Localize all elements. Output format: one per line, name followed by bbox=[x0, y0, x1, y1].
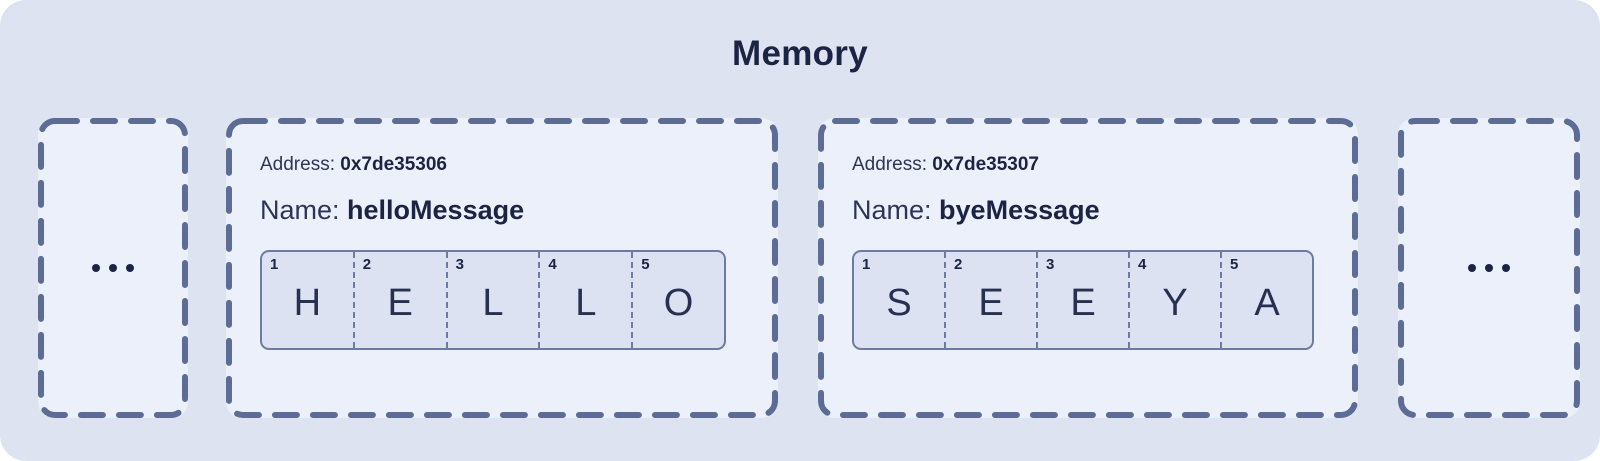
character-index: 2 bbox=[954, 256, 963, 274]
address-value: 0x7de35306 bbox=[340, 154, 447, 175]
character-index: 4 bbox=[548, 256, 557, 274]
name-value: byeMessage bbox=[939, 194, 1100, 225]
name-value: helloMessage bbox=[347, 194, 525, 225]
address-line: Address: 0x7de35306 bbox=[260, 154, 778, 177]
spacer bbox=[1358, 118, 1398, 418]
character-value: L bbox=[482, 282, 504, 325]
character-index: 1 bbox=[270, 256, 279, 274]
character-cell: 5 O bbox=[631, 252, 724, 349]
character-value: O bbox=[663, 282, 694, 325]
character-value: E bbox=[978, 282, 1004, 325]
memory-ellipsis-right bbox=[1398, 118, 1580, 418]
character-index: 3 bbox=[1046, 256, 1055, 274]
character-value: L bbox=[575, 282, 597, 325]
character-cell: 1 S bbox=[854, 252, 944, 348]
variable-card-hello-message: Address: 0x7de35306 Name: helloMessage 1… bbox=[226, 118, 778, 418]
name-label: Name: bbox=[260, 194, 340, 225]
character-index: 5 bbox=[1230, 256, 1239, 274]
character-strip: 1 H 2 E 3 L 4 L bbox=[260, 250, 726, 351]
name-line: Name: byeMessage bbox=[852, 194, 1358, 226]
address-line: Address: 0x7de35307 bbox=[852, 154, 1358, 177]
character-value: A bbox=[1254, 282, 1280, 325]
variable-card-bye-message: Address: 0x7de35307 Name: byeMessage 1 S… bbox=[818, 118, 1358, 418]
spacer bbox=[188, 118, 226, 418]
address-label: Address: bbox=[852, 154, 927, 175]
ellipsis-dots-left bbox=[92, 264, 134, 272]
character-index: 3 bbox=[455, 256, 464, 274]
character-cell: 4 L bbox=[538, 252, 631, 349]
character-cell: 2 E bbox=[352, 252, 446, 349]
character-index: 2 bbox=[362, 256, 372, 274]
name-line: Name: helloMessage bbox=[260, 194, 778, 226]
page-title: Memory bbox=[731, 34, 868, 73]
memory-blocks-row: Address: 0x7de35306 Name: helloMessage 1… bbox=[38, 118, 1580, 418]
character-cell: 3 E bbox=[1036, 252, 1128, 349]
character-value: E bbox=[1070, 282, 1096, 325]
character-cell: 5 A bbox=[1220, 252, 1312, 349]
character-strip: 1 S 2 E 3 E 4 Y bbox=[852, 250, 1314, 351]
character-cell: 3 L bbox=[445, 252, 539, 349]
memory-ellipsis-left bbox=[38, 118, 188, 418]
address-label: Address: bbox=[260, 154, 335, 175]
character-cell: 2 E bbox=[944, 252, 1036, 349]
character-cell: 1 H bbox=[262, 252, 353, 348]
character-cell: 4 Y bbox=[1128, 252, 1220, 349]
character-value: S bbox=[886, 282, 912, 325]
spacer bbox=[778, 118, 818, 418]
character-index: 4 bbox=[1138, 256, 1147, 274]
address-value: 0x7de35307 bbox=[932, 154, 1039, 175]
character-value: E bbox=[387, 282, 413, 325]
character-index: 5 bbox=[641, 256, 650, 274]
character-index: 1 bbox=[862, 256, 871, 274]
ellipsis-dots-right bbox=[1468, 264, 1510, 272]
name-label: Name: bbox=[852, 194, 932, 225]
character-value: Y bbox=[1162, 282, 1188, 325]
character-value: H bbox=[293, 282, 322, 325]
